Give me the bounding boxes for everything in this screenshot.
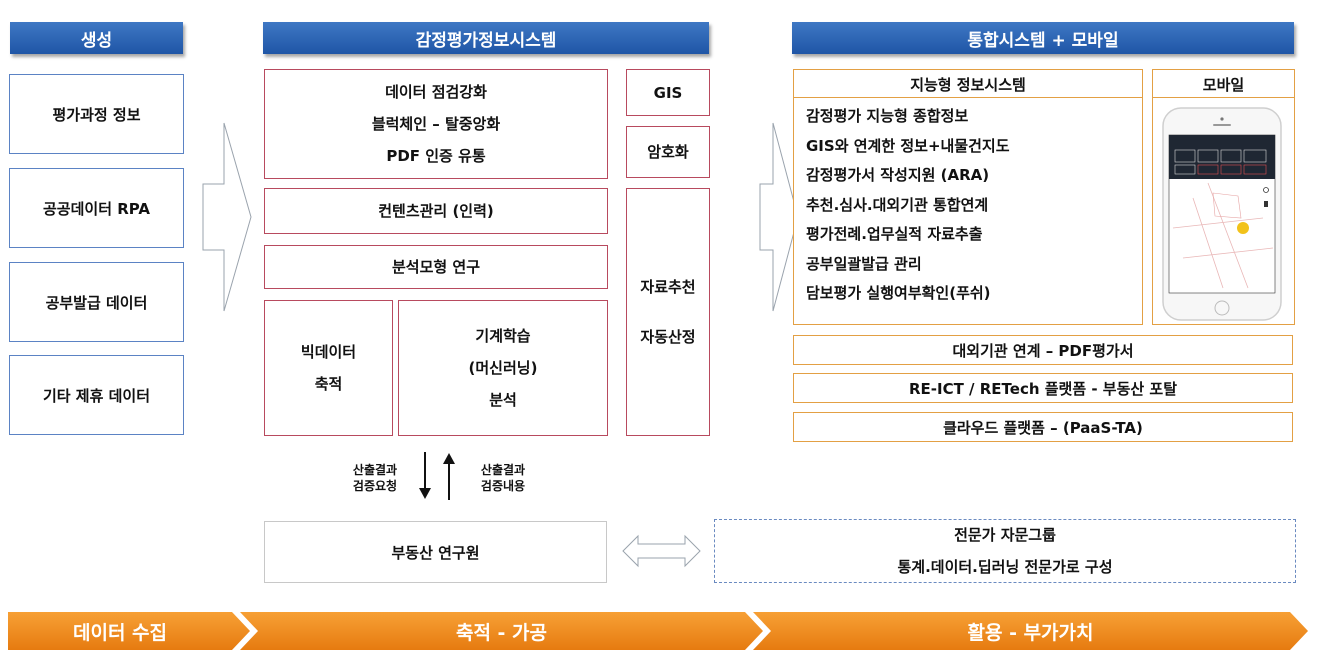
intelligent-title-box: 지능형 정보시스템 xyxy=(793,69,1143,99)
process-band xyxy=(8,612,1308,650)
ml-box: 기계학습 (머신러닝) 분석 xyxy=(398,300,608,436)
down-arrow-label: 산출결과 검증요청 xyxy=(340,462,410,494)
mobile-title-box: 모바일 xyxy=(1152,69,1295,99)
double-arrow xyxy=(622,534,701,568)
source-box: 기타 제휴 데이터 xyxy=(9,355,184,435)
gis-label: GIS xyxy=(653,83,683,102)
gis-box: GIS xyxy=(626,69,710,116)
up-arrow-label: 산출결과 검증내용 xyxy=(468,462,538,494)
crypto-label: 암호화 xyxy=(647,143,689,161)
list-item: 감정평가서 작성지원 (ARA) xyxy=(806,166,990,184)
header-system: 감정평가정보시스템 xyxy=(263,22,709,54)
note-line: 검증내용 xyxy=(480,479,526,493)
header-generate: 생성 xyxy=(10,22,183,54)
blockchain-line: 블럭체인 – 탈중앙화 xyxy=(371,115,501,133)
band-process: 축적 - 가공 xyxy=(258,612,745,650)
source-box: 공부발급 데이터 xyxy=(9,262,184,342)
band-label: 활용 - 부가가치 xyxy=(967,621,1094,644)
band-value: 활용 - 부가가치 xyxy=(771,612,1290,650)
source-label: 공부발급 데이터 xyxy=(45,293,148,312)
pdf-line: PDF 인증 유통 xyxy=(386,147,486,165)
mobile-title: 모바일 xyxy=(1202,75,1245,94)
recommend-box: 자료추천 자동산정 xyxy=(626,188,710,436)
external-box: 대외기관 연계 – PDF평가서 xyxy=(793,335,1293,365)
band-collect: 데이터 수집 xyxy=(8,612,232,650)
cloud-label: 클라우드 플랫폼 – (PaaS-TA) xyxy=(943,418,1143,437)
contents-box: 컨텐츠관리 (인력) xyxy=(264,188,608,234)
list-item: 공부일괄발급 관리 xyxy=(806,254,922,273)
recommend-line: 자동산정 xyxy=(640,328,696,346)
external-label: 대외기관 연계 – PDF평가서 xyxy=(952,341,1134,360)
intelligent-list: 감정평가 지능형 종합정보 GIS와 연계한 정보+내물건지도 감정평가서 작성… xyxy=(793,97,1143,325)
source-label: 공공데이터 RPA xyxy=(43,199,150,218)
header-system-label: 감정평가정보시스템 xyxy=(415,30,557,51)
platform-label: RE-ICT / RETech 플랫폼 - 부동산 포탈 xyxy=(908,379,1178,398)
source-box: 공공데이터 RPA xyxy=(9,168,184,248)
list-item: 담보평가 실행여부확인(푸쉬) xyxy=(806,284,991,302)
bigdata-line: 빅데이터 xyxy=(300,343,357,361)
data-check-box: 데이터 점검강화 블럭체인 – 탈중앙화 PDF 인증 유통 xyxy=(264,69,608,179)
header-integration: 통합시스템 + 모바일 xyxy=(792,22,1294,54)
list-item: 평가전례.업무실적 자료추출 xyxy=(806,225,983,243)
cloud-box: 클라우드 플랫폼 – (PaaS-TA) xyxy=(793,412,1293,442)
expert-box: 전문가 자문그룹 통계.데이터.딥러닝 전문가로 구성 xyxy=(714,519,1296,583)
note-line: 산출결과 xyxy=(352,463,398,477)
list-item: GIS와 연계한 정보+내물건지도 xyxy=(806,136,1010,155)
recommend-line: 자료추천 xyxy=(640,278,696,296)
ml-line: 분석 xyxy=(489,391,517,409)
source-label: 평가과정 정보 xyxy=(52,105,141,124)
mobile-panel xyxy=(1152,97,1295,325)
header-generate-label: 생성 xyxy=(80,30,113,51)
bigdata-line: 축적 xyxy=(314,375,343,393)
band-label: 데이터 수집 xyxy=(72,621,167,644)
analysis-box: 분석모형 연구 xyxy=(264,245,608,289)
expert-desc: 통계.데이터.딥러닝 전문가로 구성 xyxy=(897,558,1113,576)
bigdata-box: 빅데이터 축적 xyxy=(264,300,393,436)
down-arrow xyxy=(419,452,431,499)
expert-title: 전문가 자문그룹 xyxy=(954,526,1056,544)
data-check-line: 데이터 점검강화 xyxy=(385,83,487,101)
platform-box: RE-ICT / RETech 플랫폼 - 부동산 포탈 xyxy=(793,373,1293,403)
band-label: 축적 - 가공 xyxy=(455,621,548,644)
note-line: 검증요청 xyxy=(352,479,398,493)
intelligent-title: 지능형 정보시스템 xyxy=(910,75,1026,94)
ml-line: 기계학습 xyxy=(475,327,531,345)
note-line: 산출결과 xyxy=(480,463,526,477)
analysis-label: 분석모형 연구 xyxy=(391,258,481,276)
up-arrow xyxy=(443,453,455,500)
list-item: 추천.심사.대외기관 통합연계 xyxy=(806,195,989,214)
phone-illustration xyxy=(1162,107,1282,321)
institute-label: 부동산 연구원 xyxy=(391,543,480,562)
flow-arrow-right xyxy=(759,122,799,312)
crypto-box: 암호화 xyxy=(626,126,710,178)
ml-line: (머신러닝) xyxy=(468,359,538,377)
source-label: 기타 제휴 데이터 xyxy=(42,386,151,405)
institute-box: 부동산 연구원 xyxy=(264,521,607,583)
contents-label: 컨텐츠관리 (인력) xyxy=(378,202,494,220)
header-integration-label: 통합시스템 + 모바일 xyxy=(967,30,1119,51)
list-item: 감정평가 지능형 종합정보 xyxy=(806,107,969,125)
flow-arrow-left xyxy=(202,122,252,312)
source-box: 평가과정 정보 xyxy=(9,74,184,154)
